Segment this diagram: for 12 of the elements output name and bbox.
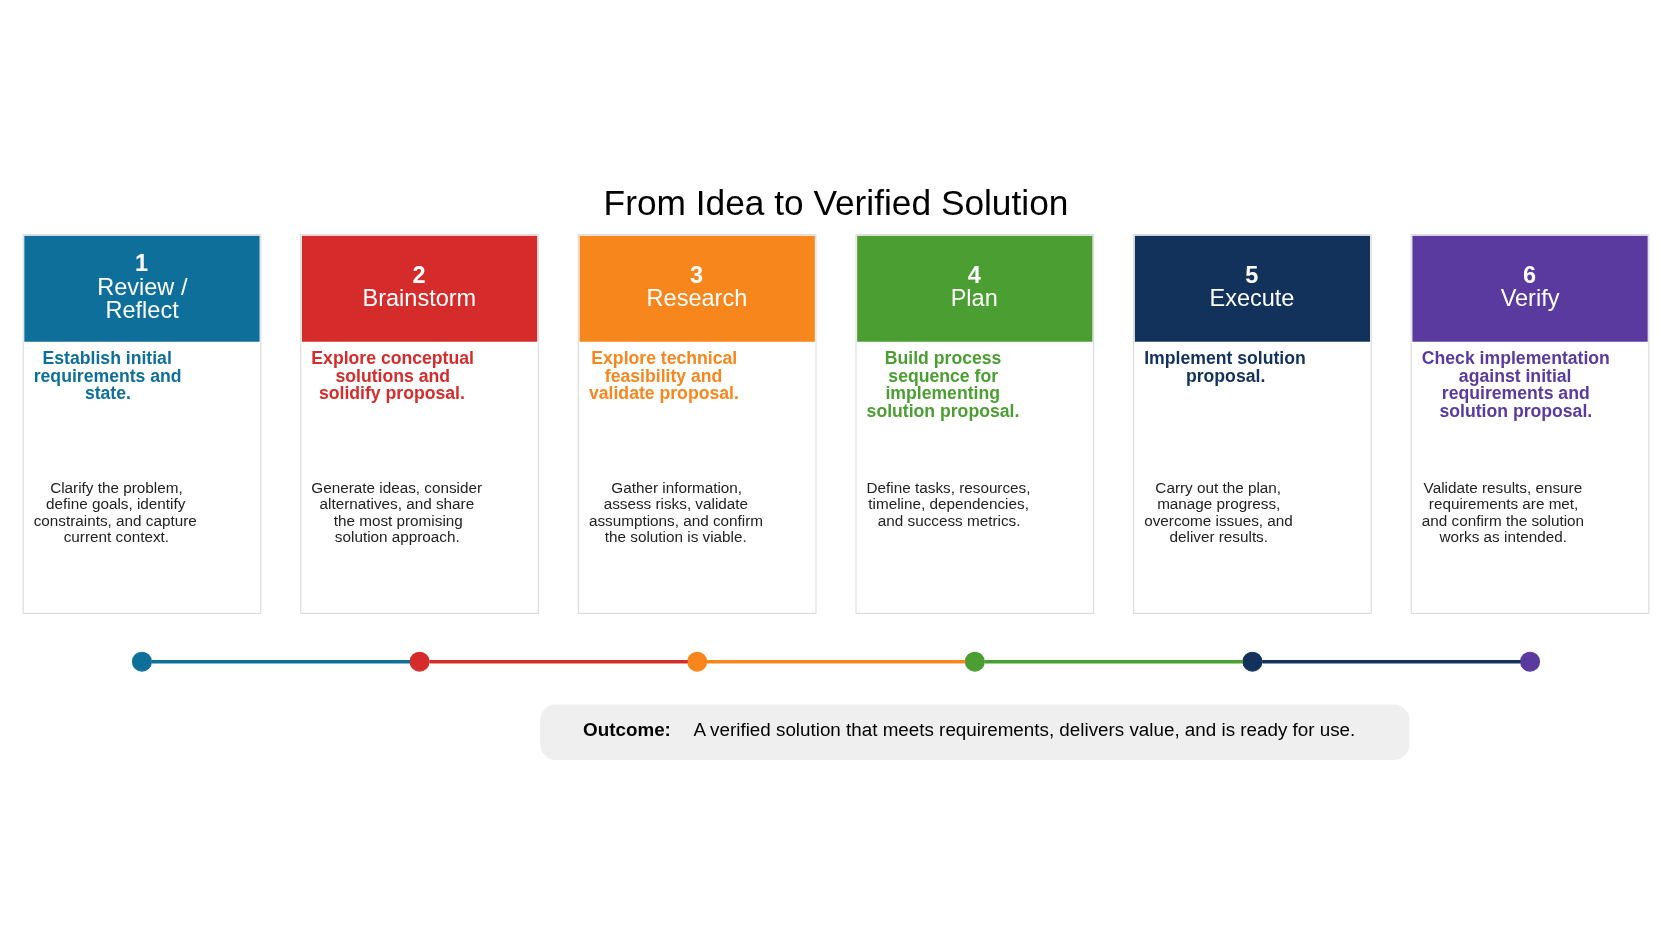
connector <box>151 659 411 664</box>
node-circle <box>1242 651 1263 672</box>
connector <box>984 659 1243 664</box>
diagram-title: From Idea to Verified Solution <box>603 182 1069 222</box>
connector <box>1262 659 1521 664</box>
node-circle <box>964 651 985 672</box>
node-circle <box>409 651 430 672</box>
connector <box>429 659 688 664</box>
node-circle <box>1520 651 1541 672</box>
node-circle <box>687 651 708 672</box>
connector <box>706 659 966 664</box>
node-circle <box>131 651 152 672</box>
